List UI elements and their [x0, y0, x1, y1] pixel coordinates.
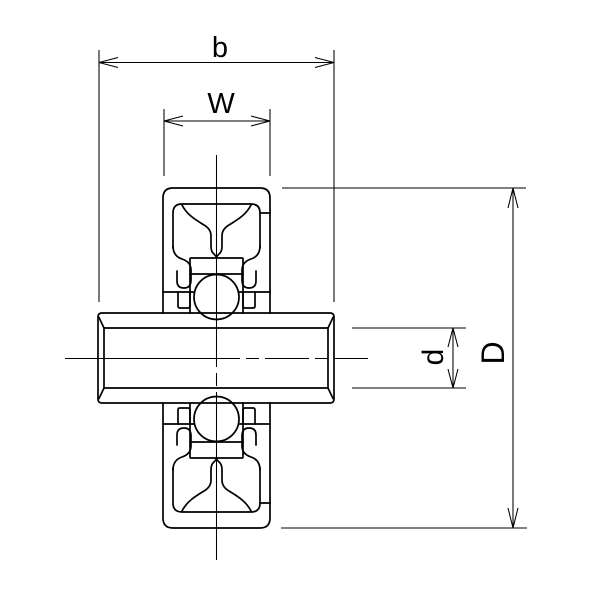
- dimension-d-label: d: [417, 349, 450, 366]
- bearing-housing-bottom: [189, 402, 244, 459]
- dimension-b-arrow-left: [98, 56, 119, 69]
- top-wheel-section: [162, 187, 271, 321]
- wheel-top-inner-band: [172, 203, 261, 249]
- ball-bearing-top: [193, 273, 240, 321]
- dimension-b-extension-lines: [98, 50, 335, 302]
- dimension-w-arrow-left: [163, 115, 184, 127]
- wheel-bottom-rib-hook-right: [241, 427, 261, 471]
- snap-notch-top-right: [242, 291, 256, 309]
- hub-chamfer-diagonals: [98, 316, 334, 400]
- dimension-w: W: [163, 88, 271, 176]
- centerlines: [65, 155, 368, 560]
- ball-bearing-bottom: [193, 395, 240, 443]
- dimension-b: b: [98, 32, 335, 302]
- dimension-d: d: [352, 327, 466, 389]
- dimension-w-arrow-right: [250, 115, 271, 127]
- dimension-d-extension-lines: [352, 327, 466, 389]
- wheel-top-outer-shell: [162, 187, 271, 314]
- dimension-outer-arrow-top: [507, 187, 519, 209]
- dimension-outer-label: D: [475, 341, 511, 364]
- wheel-bottom-funnel-left: [181, 458, 218, 512]
- snap-notch-bottom-right: [242, 407, 256, 425]
- wheel-bottom-inner-band: [172, 467, 261, 513]
- dimension-outer-extension-lines: [281, 187, 527, 529]
- snap-notch-bottom-left: [177, 407, 191, 425]
- bearing-housing-top: [189, 257, 244, 314]
- dimension-d-arrow-top: [447, 327, 459, 348]
- dimension-b-arrow-right: [314, 56, 335, 69]
- dimension-b-label: b: [212, 32, 228, 64]
- dimension-outer-arrow-bottom: [507, 507, 519, 529]
- wheel-bottom-outer-shell: [162, 402, 271, 529]
- wheel-top-rib-hook-right: [241, 245, 261, 289]
- dimension-w-label: W: [207, 88, 235, 120]
- snap-notch-top-left: [177, 291, 191, 309]
- bottom-wheel-section: [162, 395, 271, 529]
- wheel-top-funnel-left: [181, 204, 218, 258]
- wheel-bottom-funnel-right: [215, 458, 252, 512]
- wheel-top-rib-hook-left: [172, 245, 192, 289]
- hub-outline: [97, 312, 335, 404]
- dimension-w-extension-lines: [163, 109, 271, 176]
- wheel-bottom-rib-hook-left: [172, 427, 192, 471]
- hub-shaft: [97, 312, 335, 404]
- wheel-top-funnel-right: [215, 204, 252, 258]
- dimension-outer-diameter: D: [281, 187, 527, 529]
- dimension-d-arrow-bottom: [447, 368, 459, 389]
